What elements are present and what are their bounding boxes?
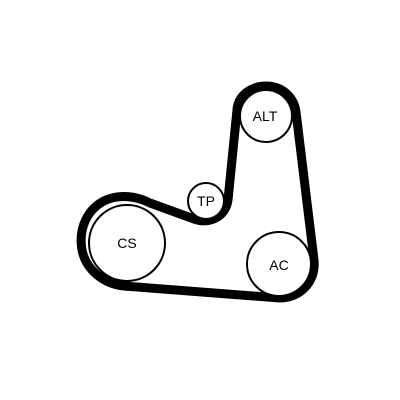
pulley-alt-label: ALT (253, 108, 278, 124)
pulley-tp: TP (187, 182, 225, 220)
pulley-tp-label: TP (197, 193, 215, 209)
pulley-ac: AC (246, 231, 312, 297)
pulley-ac-label: AC (269, 257, 288, 273)
pulley-cs-circle (88, 204, 166, 282)
pulley-alt: ALT (239, 89, 293, 143)
pulley-cs: CS (88, 204, 166, 282)
drive-belt (76, 81, 319, 303)
pulley-ac-circle (246, 231, 312, 297)
pulley-tp-circle (187, 182, 225, 220)
pulley-alt-circle (239, 89, 293, 143)
pulley-cs-label: CS (117, 235, 136, 251)
